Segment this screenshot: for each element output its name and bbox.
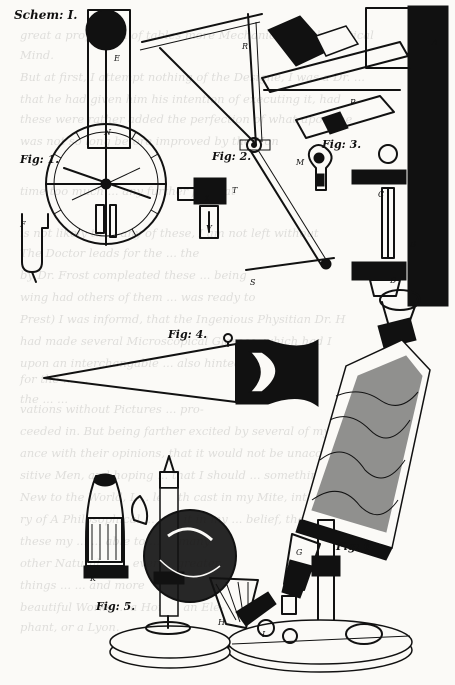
letter-g-fig6: G [296, 548, 303, 557]
fig1-barometer [21, 9, 227, 283]
letter-s-fig2: S [250, 278, 256, 287]
fig4-lens-holder [43, 333, 319, 408]
fig2-label: Fig: 2. [212, 150, 252, 163]
fig3-label: Fig: 3. [322, 138, 362, 151]
letter-m-fig3: M [296, 158, 305, 167]
fig6-label: Fig: 6. [336, 540, 376, 553]
letter-i-fig6: I [262, 630, 266, 639]
fig2-upper-stand [261, 5, 449, 307]
plate-title: Schem: I. [14, 8, 78, 22]
fig3-keyhole [307, 144, 333, 191]
fig4-label: Fig: 4. [168, 328, 208, 341]
letter-t-gauge: T [232, 186, 238, 195]
letter-p-stand: P [350, 98, 356, 107]
letter-r-fig2: R [242, 42, 249, 51]
letter-b-stand: B [410, 240, 416, 249]
fig5-label: Fig: 5. [96, 600, 136, 613]
letter-x-gauge: X [204, 194, 210, 203]
letter-v-gauge: V [206, 224, 212, 233]
fig1-label: Fig: 1. [20, 153, 60, 166]
fig5-lamp [83, 455, 277, 669]
letter-a-top: A [432, 38, 438, 47]
letter-f-fig1: F [20, 220, 26, 229]
letter-n-fig1: N [104, 128, 111, 137]
letter-e-fig1: E [114, 54, 120, 63]
letter-k-fig5: K [90, 574, 96, 583]
fig2-lever-frame [139, 13, 335, 271]
letter-h-fig5: H [218, 618, 225, 627]
letter-d-stand: D [390, 276, 397, 285]
letter-c-stand: C [378, 190, 385, 199]
barometer-bulb [85, 9, 127, 51]
fig6-microscope [227, 289, 431, 673]
